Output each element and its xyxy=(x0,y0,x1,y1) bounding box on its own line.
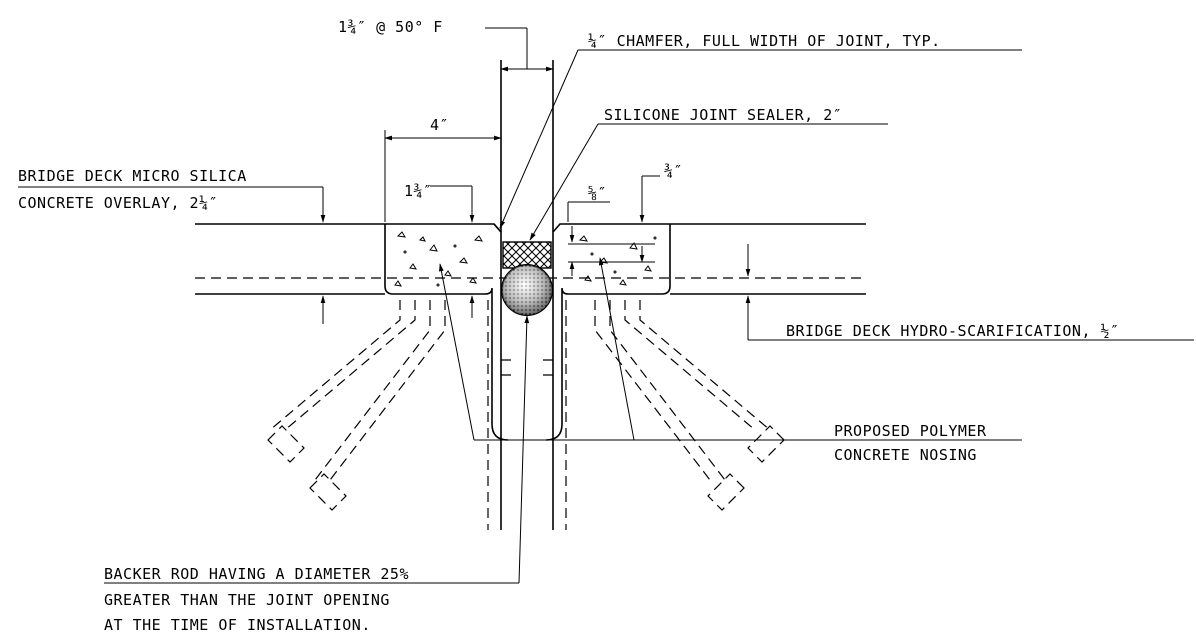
backer-label-line2: GREATER THAN THE JOINT OPENING xyxy=(104,591,390,609)
overlay-label-line2: CONCRETE OVERLAY, 2¼″ xyxy=(18,194,218,212)
joint-opening-lines xyxy=(487,60,567,530)
sealer-label: SILICONE JOINT SEALER, 2″ xyxy=(604,106,842,124)
width-4-dimension: 4″ xyxy=(384,116,502,222)
width-4-label: 4″ xyxy=(430,116,449,134)
nosing-label-line2: CONCRETE NOSING xyxy=(834,446,977,464)
backer-label-line1: BACKER ROD HAVING A DIAMETER 25% xyxy=(104,565,409,583)
right-small-dimensions: ⅝″ ¾″ xyxy=(567,162,683,276)
gap-dimension: 1¾″ @ 50° F xyxy=(338,18,554,72)
hydro-label: BRIDGE DECK HYDRO-SCARIFICATION, ½″ xyxy=(786,322,1120,340)
nosing-label-line1: PROPOSED POLYMER xyxy=(834,422,987,440)
deck-right xyxy=(670,223,866,295)
chamfer-callout: ¼″ CHAMFER, FULL WIDTH OF JOINT, TYP. xyxy=(499,32,1022,229)
silicone-joint-sealer xyxy=(502,241,552,269)
backer-label-line3: AT THE TIME OF INSTALLATION. xyxy=(104,616,371,634)
chamfer-label: ¼″ CHAMFER, FULL WIDTH OF JOINT, TYP. xyxy=(588,32,941,50)
nosing-callout: PROPOSED POLYMER CONCRETE NOSING xyxy=(439,257,1022,464)
hydro-callout: BRIDGE DECK HYDRO-SCARIFICATION, ½″ xyxy=(745,244,1194,341)
left-nosing xyxy=(384,223,509,441)
deck-left xyxy=(195,223,385,295)
overlay-callout: BRIDGE DECK MICRO SILICA CONCRETE OVERLA… xyxy=(18,167,326,324)
right-nosing xyxy=(545,223,671,441)
dim-3-4-label: ¾″ xyxy=(664,162,683,180)
aggregate-texture xyxy=(394,231,657,287)
overlay-label-line1: BRIDGE DECK MICRO SILICA xyxy=(18,167,247,185)
backer-rod-callout: BACKER ROD HAVING A DIAMETER 25% GREATER… xyxy=(104,315,530,634)
sealer-callout: SILICONE JOINT SEALER, 2″ xyxy=(529,106,888,241)
nosing-depth-dimension: 1¾″ xyxy=(404,182,475,318)
nosing-depth-label: 1¾″ xyxy=(404,182,433,200)
gap-dimension-label: 1¾″ @ 50° F xyxy=(338,18,443,36)
dim-5-8-label: ⅝″ xyxy=(588,184,607,202)
anchor-studs xyxy=(267,300,785,511)
